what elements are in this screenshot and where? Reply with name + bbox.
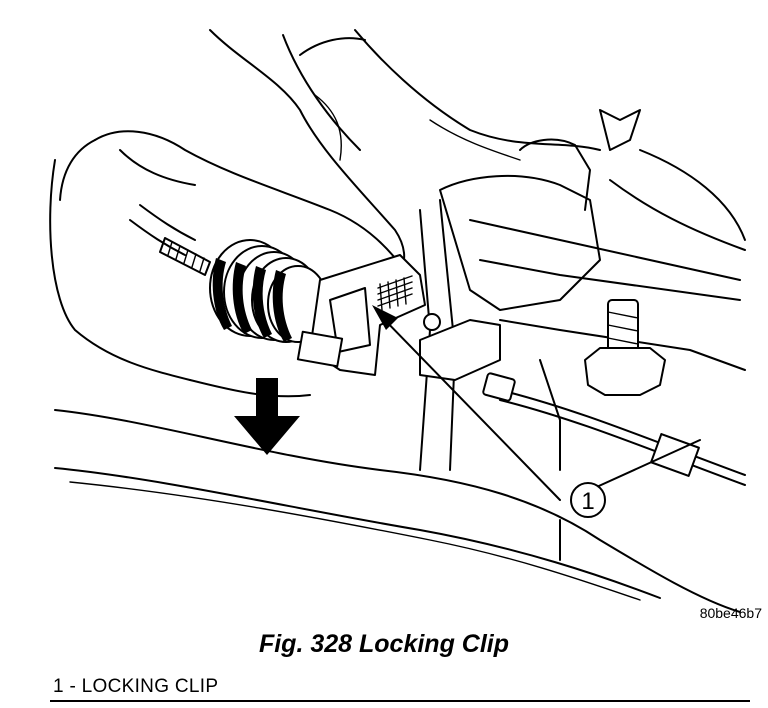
hand	[49, 29, 601, 398]
bottom-rule	[50, 700, 750, 702]
direction-arrow	[234, 378, 300, 455]
cable-boot	[129, 204, 329, 343]
mounting-bolt	[584, 299, 666, 396]
callout-marker: 1	[570, 482, 606, 518]
figure-code: 80be46b7	[700, 605, 763, 621]
shifter-bracket	[419, 109, 746, 471]
locking-clip-housing	[296, 254, 501, 381]
console-panel	[54, 409, 741, 613]
locking-clip-illustration: 1 80be46b7	[49, 29, 763, 621]
figure-caption: Fig. 328 Locking Clip	[258, 630, 510, 658]
callout-number: 1	[581, 488, 594, 515]
locking-clip-teeth	[377, 275, 413, 311]
figure-legend: 1 - LOCKING CLIP	[53, 676, 219, 697]
cable-fitting-threads	[159, 237, 211, 276]
shift-cable	[482, 372, 746, 486]
callout-leader	[372, 305, 701, 501]
